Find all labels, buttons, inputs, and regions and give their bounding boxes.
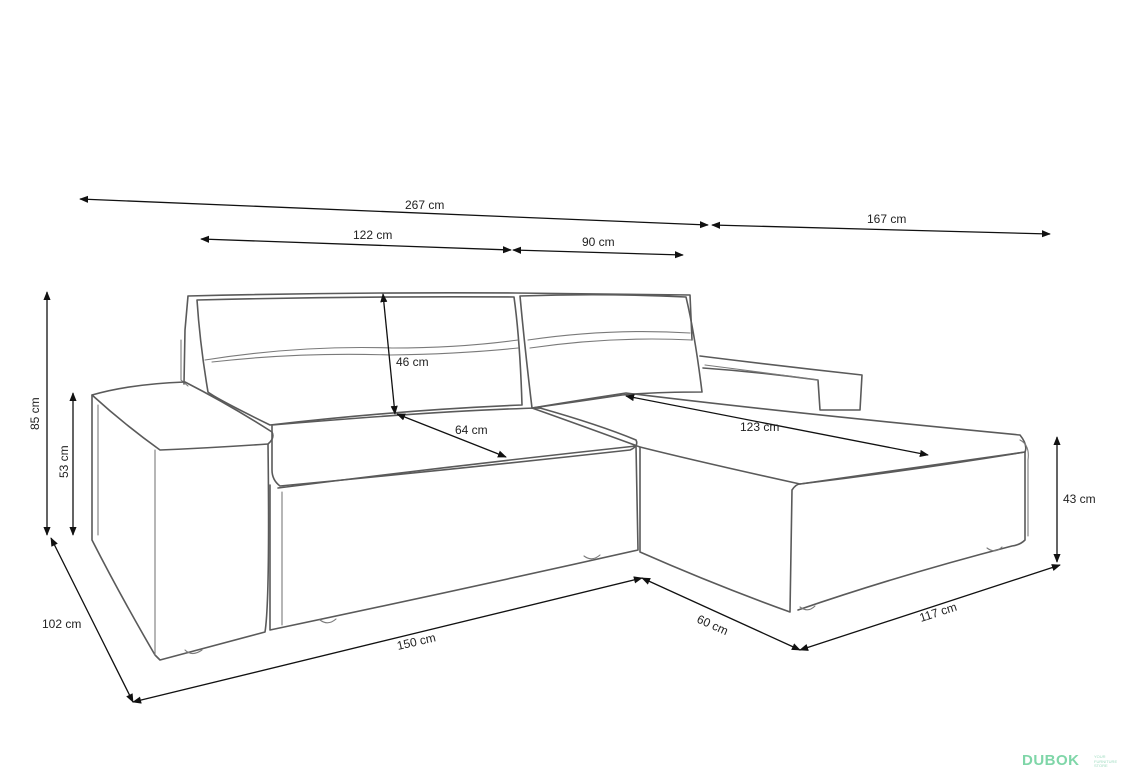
dim-line-total-width	[79, 195, 709, 229]
dim-line-backrest-height	[380, 293, 398, 415]
dim-line-base-width	[132, 576, 643, 704]
label-armrest-height: 53 cm	[57, 445, 71, 478]
brand-tagline: YOUR FURNITURE STORE	[1094, 754, 1118, 768]
dim-line-seat-depth	[396, 413, 507, 458]
label-chaise-base-length: 117 cm	[918, 600, 959, 625]
dimension-labels: 267 cm 167 cm 122 cm 90 cm 85 cm 53 cm 4…	[28, 198, 1096, 653]
label-total-height: 85 cm	[28, 397, 42, 430]
label-base-width: 150 cm	[396, 630, 437, 652]
brand-logo: DUBOK	[1022, 752, 1080, 769]
dimension-lines	[43, 195, 1061, 704]
dim-line-chaise-length	[711, 221, 1051, 238]
dim-line-depth	[50, 537, 134, 703]
label-chaise-seat-length: 123 cm	[740, 420, 779, 434]
dim-line-seat-width-corner	[512, 246, 684, 259]
label-seat-width-corner: 90 cm	[582, 235, 615, 249]
label-seat-depth: 64 cm	[455, 423, 488, 437]
dim-line-seat-width-main	[200, 235, 512, 254]
dim-line-chaise-seat-length	[625, 394, 929, 457]
label-backrest-height: 46 cm	[396, 355, 429, 369]
label-seat-width-main: 122 cm	[353, 228, 392, 242]
dim-line-chaise-width	[641, 577, 801, 651]
label-chaise-length: 167 cm	[867, 212, 906, 226]
dim-line-chaise-base-length	[799, 564, 1061, 651]
sofa-drawing	[91, 292, 1029, 661]
label-depth: 102 cm	[42, 617, 81, 631]
label-total-width: 267 cm	[405, 198, 444, 212]
label-seat-height: 43 cm	[1063, 492, 1096, 506]
